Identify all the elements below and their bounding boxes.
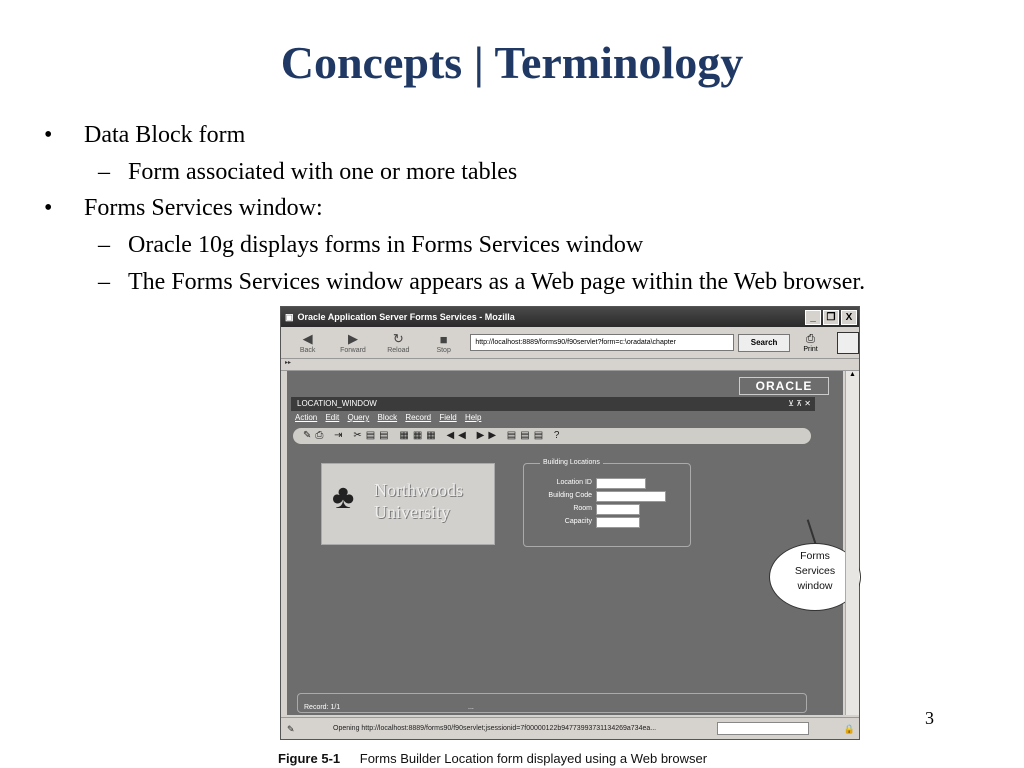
field-label: Location ID	[556, 479, 592, 486]
location-id-input[interactable]	[596, 478, 646, 489]
browser-navbar: ◀Back ▶Forward ↻Reload ■Stop http://loca…	[281, 327, 860, 359]
oracle-logo: ORACLE	[739, 377, 829, 395]
sub-bullet-item: The Forms Services window appears as a W…	[44, 266, 904, 298]
menu-block[interactable]: Block	[377, 413, 398, 422]
back-arrow-icon: ◀	[302, 331, 313, 346]
browser-screenshot: ▣ Oracle Application Server Forms Servic…	[280, 306, 861, 740]
figure-caption: Figure 5-1 Forms Builder Location form d…	[278, 751, 707, 766]
record-indicator: Record: 1/1	[304, 704, 341, 711]
mozilla-logo-icon	[837, 331, 860, 354]
status-text: Opening http://localhost:8889/forms90/f9…	[333, 725, 657, 732]
capacity-input[interactable]	[596, 517, 640, 528]
print-icon: ⎙	[806, 332, 815, 345]
browser-title: Oracle Application Server Forms Services…	[297, 312, 515, 322]
menu-action[interactable]: Action	[295, 413, 318, 422]
vertical-scrollbar[interactable]: ▲	[845, 371, 859, 715]
reload-icon: ↻	[392, 331, 404, 346]
figure-caption-text: Forms Builder Location form displayed us…	[359, 751, 708, 766]
record-dots: ...	[468, 704, 474, 711]
logo-line-1: Northwoods	[374, 480, 463, 500]
location-window-titlebar: LOCATION_WINDOW ⊻ ⊼ ✕	[291, 397, 815, 411]
menu-record[interactable]: Record	[405, 413, 432, 422]
tree-icon: ♣	[332, 478, 355, 516]
logo-line-2: University	[374, 502, 450, 522]
url-input[interactable]: http://localhost:8889/forms90/f90servlet…	[470, 334, 735, 351]
building-locations-block: Building Locations Location ID Building …	[523, 459, 692, 547]
field-row: Building Code	[524, 491, 692, 503]
close-button[interactable]: X	[841, 309, 857, 325]
field-label: Building Code	[548, 492, 592, 499]
tab-strip: ▸▸	[281, 359, 859, 371]
bullet-item: Forms Services window:	[44, 192, 944, 224]
slide-title: Concepts | Terminology	[280, 37, 744, 88]
menu-edit[interactable]: Edit	[325, 413, 340, 422]
page-number: 3	[925, 708, 934, 728]
location-window-title: LOCATION_WINDOW	[297, 399, 377, 408]
stop-button[interactable]: ■Stop	[421, 332, 466, 354]
forward-button[interactable]: ▶Forward	[330, 331, 375, 354]
field-row: Capacity	[524, 517, 692, 529]
figure-number: Figure 5-1	[278, 751, 341, 766]
browser-titlebar: ▣ Oracle Application Server Forms Servic…	[281, 307, 859, 327]
building-code-input[interactable]	[596, 491, 666, 502]
security-lock-icon: 🔒	[843, 724, 855, 734]
room-input[interactable]	[596, 504, 640, 515]
menu-query[interactable]: Query	[347, 413, 370, 422]
record-status-bar: Record: 1/1 ...	[297, 693, 807, 713]
forward-arrow-icon: ▶	[347, 331, 358, 346]
status-icon: ✎	[287, 724, 295, 734]
window-controls[interactable]: ⊻ ⊼ ✕	[788, 399, 811, 408]
stop-icon: ■	[439, 331, 448, 347]
menu-help[interactable]: Help	[464, 413, 482, 422]
minimize-button[interactable]: _	[805, 309, 821, 325]
sub-bullet-item: Oracle 10g displays forms in Forms Servi…	[44, 229, 944, 261]
reload-button[interactable]: ↻Reload	[376, 331, 421, 354]
bullet-list: Data Block form Form associated with one…	[44, 115, 944, 298]
field-label: Capacity	[564, 518, 592, 525]
progress-box	[717, 722, 809, 735]
field-row: Room	[524, 504, 692, 516]
field-label: Room	[573, 505, 592, 512]
menu-field[interactable]: Field	[439, 413, 457, 422]
sub-bullet-item: Form associated with one or more tables	[44, 156, 944, 188]
block-title: Building Locations	[540, 459, 603, 466]
bullet-item: Data Block form	[44, 119, 944, 151]
field-row: Location ID	[524, 478, 692, 490]
forms-menubar: Action Edit Query Block Record Field Hel…	[291, 411, 815, 425]
forms-toolbar[interactable]: ✎⎙ ⇥ ✂▤▤ ▦▦▦ ◀◀ ▶▶ ▤▤▤ ?	[293, 428, 811, 444]
back-button[interactable]: ◀Back	[285, 331, 330, 354]
browser-statusbar: ✎ Opening http://localhost:8889/forms90/…	[281, 717, 859, 739]
print-button[interactable]: ⎙Print	[798, 333, 824, 353]
search-button[interactable]: Search	[738, 333, 790, 352]
northwoods-university-logo: ♣ Northwoods University	[321, 463, 495, 545]
forms-services-window: ORACLE LOCATION_WINDOW ⊻ ⊼ ✕ Action Edit…	[287, 371, 843, 715]
restore-button[interactable]: ❐	[823, 309, 839, 325]
browser-icon: ▣	[285, 311, 294, 322]
